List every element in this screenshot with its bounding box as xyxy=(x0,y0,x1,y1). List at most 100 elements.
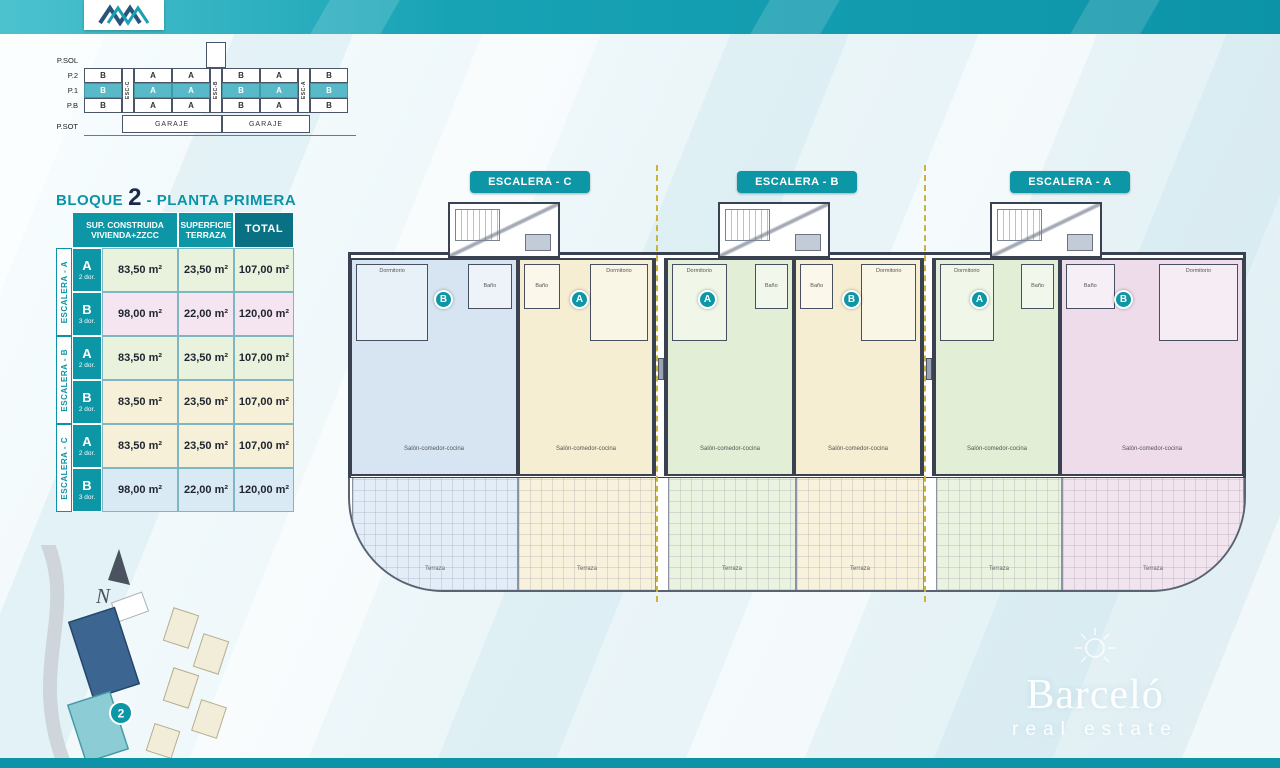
section-cell-highlighted: B xyxy=(84,83,122,98)
column-header-terrace: SUPERFICIE TERRAZA xyxy=(178,212,234,248)
elevator-icon xyxy=(1067,234,1093,251)
title-prefix: BLOQUE xyxy=(56,192,124,209)
section-cell: A xyxy=(134,68,172,83)
agency-watermark: Barceló real estate xyxy=(970,626,1220,741)
floor-label: P.B xyxy=(66,101,78,110)
terrace-segment: Terraza xyxy=(936,478,1062,590)
unit-type-badge: A 2 dor. xyxy=(72,424,102,468)
bathroom: Baño xyxy=(1066,264,1115,309)
terrace-area-cell: 23,50 m² xyxy=(178,380,234,424)
bedroom: Dormitorio xyxy=(356,264,429,342)
header-stripe xyxy=(310,0,400,34)
terrace-segment: Terraza xyxy=(668,478,796,590)
header-stripe xyxy=(1070,0,1160,34)
bathroom: Baño xyxy=(754,264,788,309)
terrace-area-cell: 22,00 m² xyxy=(178,292,234,336)
north-arrow-icon xyxy=(108,549,130,585)
garage-cell: GARAJE xyxy=(222,115,310,133)
section-cell: B xyxy=(310,68,348,83)
sun-icon xyxy=(1075,628,1115,663)
bedroom: Dormitorio xyxy=(589,264,648,342)
floor-plan: Dormitorio Baño Salón-comedor-cocina Dor… xyxy=(348,202,1246,594)
unit-bedrooms: 3 dor. xyxy=(78,494,96,501)
section-cell: B xyxy=(84,68,122,83)
stair-column-label: ESC-A xyxy=(301,81,307,100)
terrace-area-cell: 22,00 m² xyxy=(178,468,234,512)
section-divider-dashed xyxy=(924,165,926,602)
total-area-cell: 107,00 m² xyxy=(234,380,294,424)
unit-type-badge: B 3 dor. xyxy=(72,468,102,512)
section-cell: A xyxy=(260,98,298,113)
header-line: SUP. CONSTRUIDA xyxy=(86,219,164,230)
total-area-cell: 107,00 m² xyxy=(234,248,294,292)
unit-type-badge: A 2 dor. xyxy=(72,248,102,292)
bathroom: Baño xyxy=(467,264,512,309)
neighbor-buildings xyxy=(145,607,230,759)
section-cell-highlighted: B xyxy=(310,83,348,98)
terrace-label: Terraza xyxy=(576,566,597,572)
stair-core-a xyxy=(990,202,1102,258)
brand-logo-icon xyxy=(98,4,150,26)
stair-core-c xyxy=(448,202,560,258)
terrace-label: Terraza xyxy=(849,566,870,572)
unit-marker: A xyxy=(570,290,589,309)
section-cell: B xyxy=(84,98,122,113)
service-duct xyxy=(658,358,664,381)
title-suffix: - PLANTA PRIMERA xyxy=(146,192,297,209)
group-label-text: ESCALERA - C xyxy=(59,436,69,500)
terrace-area-cell: 23,50 m² xyxy=(178,424,234,468)
group-label-escalera-b: ESCALERA - B xyxy=(56,336,72,424)
block-2-building xyxy=(67,606,141,700)
stair-column-esc-c: ESC-C xyxy=(122,68,134,113)
unit-bedrooms: 2 dor. xyxy=(78,450,96,457)
terrace-segment: Terraza xyxy=(796,478,924,590)
unit-type-badge: B 3 dor. xyxy=(72,292,102,336)
living-room-label: Salón-comedor-cocina xyxy=(403,446,465,452)
stairs-icon xyxy=(997,209,1043,242)
unit-type-letter: B xyxy=(82,390,92,405)
built-area-cell: 83,50 m² xyxy=(102,336,178,380)
total-area-cell: 107,00 m² xyxy=(234,336,294,380)
group-label-escalera-c: ESCALERA - C xyxy=(56,424,72,512)
block-number-text: 2 xyxy=(118,707,125,721)
terrace-segment: Terraza xyxy=(1062,478,1244,590)
service-duct xyxy=(926,358,932,381)
title-block-number: 2 xyxy=(128,184,142,211)
floor-label: P.SOT xyxy=(56,122,78,131)
living-room-label: Salón-comedor-cocina xyxy=(966,446,1028,452)
stair-core-b xyxy=(718,202,830,258)
group-label-escalera-a: ESCALERA - A xyxy=(56,248,72,336)
garage-cell: GARAJE xyxy=(122,115,222,133)
page-title: BLOQUE 2 - PLANTA PRIMERA xyxy=(56,184,296,212)
stairs-icon xyxy=(725,209,771,242)
apartment-b-a: Dormitorio Baño Salón-comedor-cocina xyxy=(666,258,794,476)
escalera-b-button[interactable]: ESCALERA - B xyxy=(737,171,857,193)
stairs-icon xyxy=(455,209,501,242)
section-cell: B xyxy=(310,98,348,113)
building-section-diagram: P.SOL P.2 P.1 P.B P.SOT B A A B A B B A … xyxy=(42,42,362,150)
terrace-label: Terraza xyxy=(424,566,445,572)
total-area-cell: 107,00 m² xyxy=(234,424,294,468)
unit-marker: B xyxy=(434,290,453,309)
elevator-icon xyxy=(795,234,821,251)
built-area-cell: 83,50 m² xyxy=(102,248,178,292)
bathroom: Baño xyxy=(800,264,834,309)
section-cell: A xyxy=(260,68,298,83)
section-grid: B A A B A B B A A B A B B A A B A B ESC-… xyxy=(84,42,356,150)
terrace-area-cell: 23,50 m² xyxy=(178,336,234,380)
terrace-strip: Terraza Terraza Terraza Terraza Terraza … xyxy=(348,478,1246,592)
living-room-label: Salón-comedor-cocina xyxy=(699,446,761,452)
unit-type-letter: B xyxy=(82,302,92,317)
built-area-cell: 98,00 m² xyxy=(102,292,178,336)
bathroom: Baño xyxy=(524,264,560,309)
total-area-cell: 120,00 m² xyxy=(234,292,294,336)
total-area-cell: 120,00 m² xyxy=(234,468,294,512)
terrace-label: Terraza xyxy=(1142,566,1163,572)
unit-marker: B xyxy=(842,290,861,309)
apartment-a-a: Dormitorio Baño Salón-comedor-cocina xyxy=(934,258,1060,476)
surfaces-table: SUP. CONSTRUIDA VIVIENDA+ZZCC SUPERFICIE… xyxy=(56,212,294,512)
unit-bedrooms: 3 dor. xyxy=(78,318,96,325)
escalera-c-button[interactable]: ESCALERA - C xyxy=(470,171,590,193)
escalera-a-button[interactable]: ESCALERA - A xyxy=(1010,171,1130,193)
